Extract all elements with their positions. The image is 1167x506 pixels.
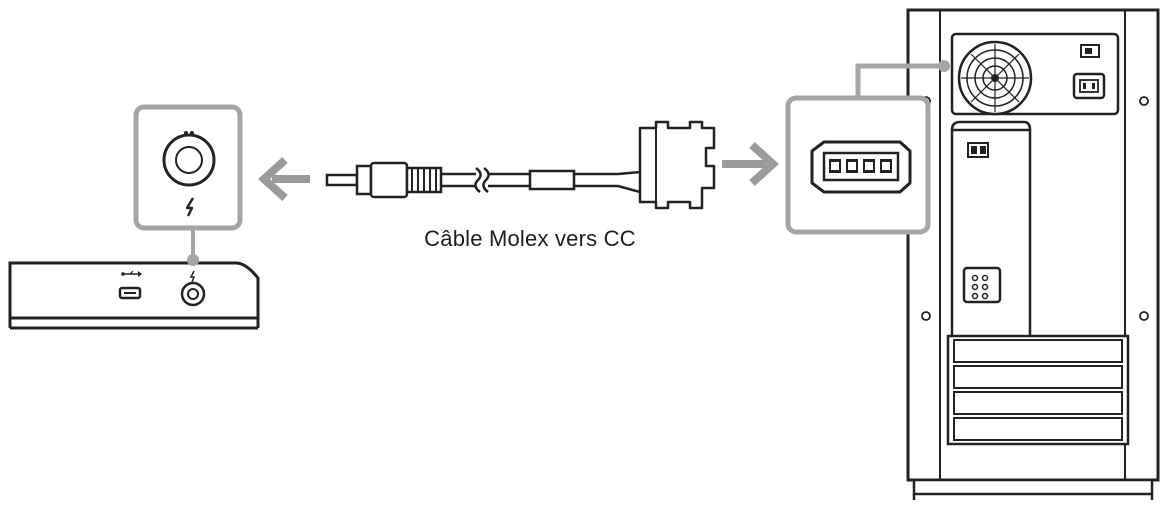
psu-switch <box>1080 44 1100 58</box>
callout-dot-left <box>187 254 199 266</box>
fan-grille-icon <box>957 40 1033 116</box>
cable-wire <box>441 167 641 194</box>
molex-plug <box>638 120 716 210</box>
dc-barrel-plug <box>325 161 443 199</box>
device-box <box>8 261 260 330</box>
usb-icon <box>121 270 142 277</box>
dc-jack-port <box>180 281 206 307</box>
motherboard-io-panel <box>950 120 1032 340</box>
usb-port <box>118 286 142 300</box>
expansion-slots <box>946 334 1130 446</box>
arrow-right <box>722 142 779 186</box>
bolt-icon <box>185 197 195 217</box>
psu-power-inlet <box>1072 72 1106 100</box>
small-bolt-icon <box>189 270 196 283</box>
callout-leader-right <box>855 60 950 98</box>
power-jack-callout <box>133 104 243 231</box>
cable-caption: Câble Molex vers CC <box>424 226 636 251</box>
arrow-left <box>258 157 310 201</box>
molex-connector-icon <box>810 140 912 194</box>
